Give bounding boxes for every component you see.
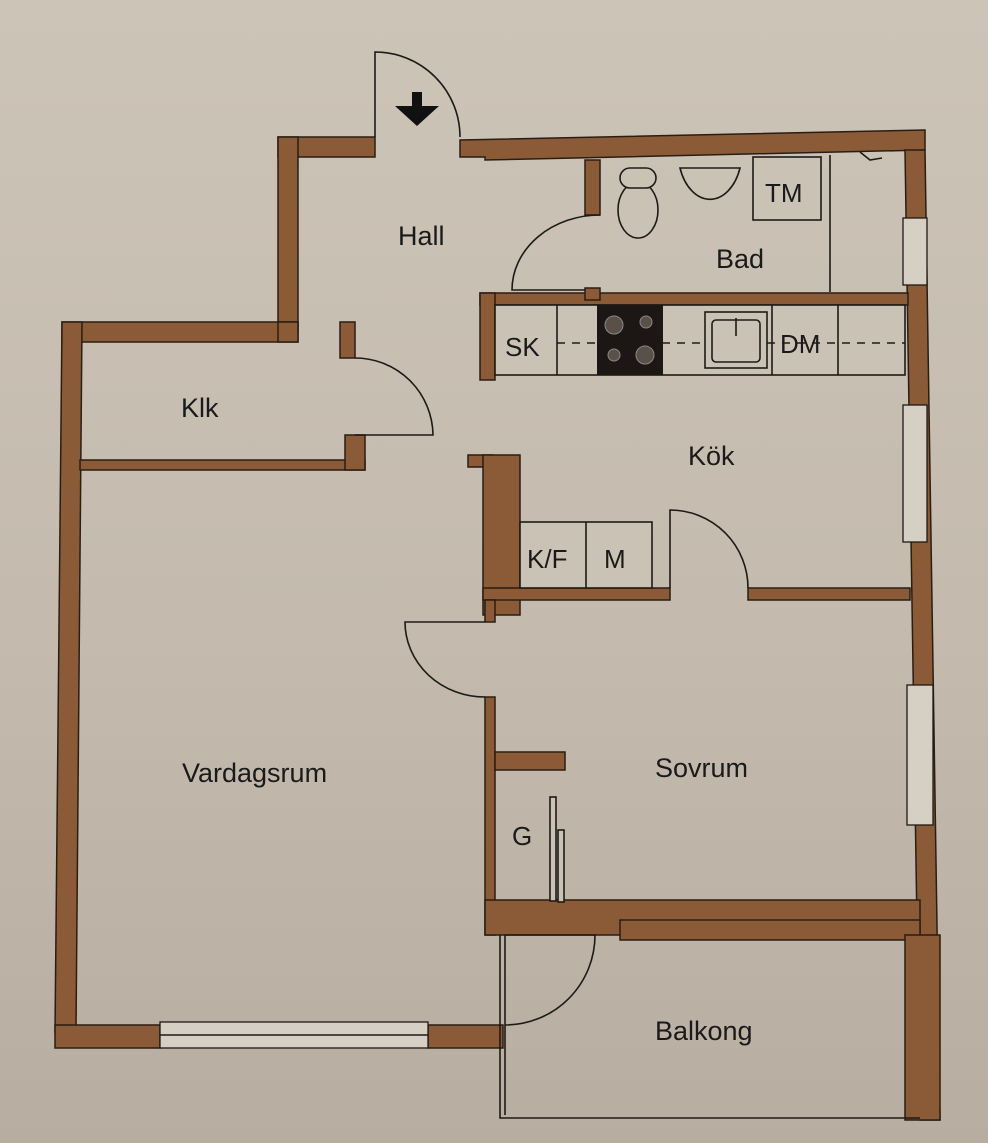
toilet-icon xyxy=(617,181,659,239)
walls xyxy=(54,129,941,1121)
room-label-m: M xyxy=(604,544,626,574)
room-label-bad: Bad xyxy=(716,244,764,274)
bad-door xyxy=(511,214,601,291)
bathroom-fixtures xyxy=(617,151,883,292)
windows xyxy=(159,217,934,1049)
sink-icon xyxy=(678,167,742,201)
room-label-kok: Kök xyxy=(688,441,735,471)
room-label-hall: Hall xyxy=(398,221,445,251)
room-label-kf: K/F xyxy=(527,544,567,574)
room-label-klk: Klk xyxy=(181,393,219,423)
room-label-vardagsrum: Vardagsrum xyxy=(182,758,327,788)
klk-door xyxy=(354,357,434,436)
room-label-sk: SK xyxy=(505,332,540,362)
room-label-balkong: Balkong xyxy=(655,1016,753,1046)
doors[interactable] xyxy=(354,51,749,1026)
room-label-sovrum: Sovrum xyxy=(655,753,748,783)
arrow-down-icon xyxy=(395,92,439,126)
kok-door xyxy=(669,509,749,589)
wardrobe-sliding-door xyxy=(549,796,557,902)
room-label-g: G xyxy=(512,821,532,851)
entrance-door xyxy=(374,51,461,138)
room-label-tm: TM xyxy=(765,178,803,208)
kitchen-counter xyxy=(494,304,906,589)
stove-icon xyxy=(597,305,663,375)
washing-machine xyxy=(752,156,822,221)
room-label-dm: DM xyxy=(780,329,820,359)
shower-tap-icon xyxy=(859,151,883,161)
room-labels: Hall Bad TM SK DM Klk Kök K/F M Vardagsr… xyxy=(181,178,820,1046)
sovrum-door xyxy=(404,621,486,698)
balkong-door xyxy=(504,934,596,1026)
